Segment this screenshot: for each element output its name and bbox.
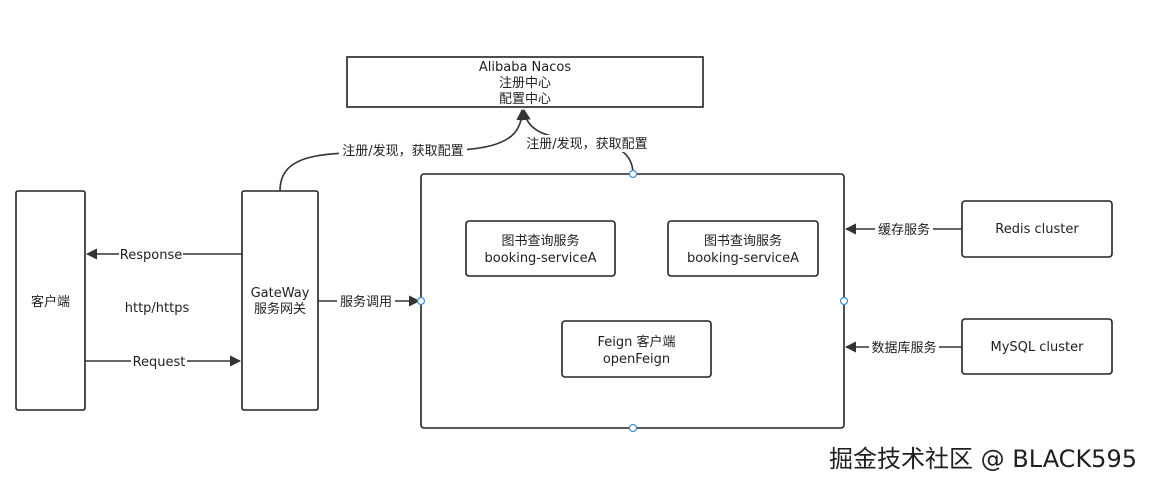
edge-cache-label: 缓存服务 [878,222,930,238]
cluster-handle-top[interactable] [628,169,638,179]
edge-cluster-nacos-label: 注册/发现，获取配置 [526,136,647,152]
gateway-node[interactable]: GateWay 服务网关 [241,190,319,411]
watermark: 掘金技术社区 @ BLACK595 [829,445,1137,473]
service-a1-node[interactable]: 图书查询服务 booking-serviceA [465,220,616,277]
cluster-handle-left[interactable] [416,296,426,306]
service-a1-title: 图书查询服务 [501,233,579,249]
gateway-title: GateWay [251,286,310,301]
service-cluster[interactable] [420,173,845,429]
redis-node[interactable]: Redis cluster [961,200,1113,258]
service-a2-node[interactable]: 图书查询服务 booking-serviceA [667,220,819,277]
edge-response-label: Response [120,248,182,263]
feign-node[interactable]: Feign 客户端 openFeign [561,320,712,378]
feign-name: openFeign [603,352,670,367]
nacos-config-label: 配置中心 [499,92,551,107]
mysql-node[interactable]: MySQL cluster [961,318,1113,375]
cluster-handle-bottom[interactable] [628,423,638,433]
edge-service-call-label: 服务调用 [340,294,392,310]
nacos-title: Alibaba Nacos [479,60,571,75]
service-a2-title: 图书查询服务 [704,233,782,249]
redis-label: Redis cluster [995,222,1079,237]
edge-gateway-nacos-label: 注册/发现，获取配置 [342,143,463,159]
gateway-subtitle: 服务网关 [254,301,306,317]
protocol-label: http/https [125,301,190,316]
edge-request-label: Request [133,355,186,370]
feign-title: Feign 客户端 [597,334,675,350]
nacos-registry-label: 注册中心 [499,76,551,91]
edge-database-label: 数据库服务 [871,340,936,356]
mysql-label: MySQL cluster [991,340,1085,355]
service-a1-name: booking-serviceA [485,251,597,266]
service-a2-name: booking-serviceA [687,251,799,266]
nacos-node[interactable]: Alibaba Nacos 注册中心 配置中心 [346,56,704,108]
client-node[interactable]: 客户端 [15,190,86,411]
client-label: 客户端 [31,294,70,310]
cluster-handle-right[interactable] [839,296,849,306]
